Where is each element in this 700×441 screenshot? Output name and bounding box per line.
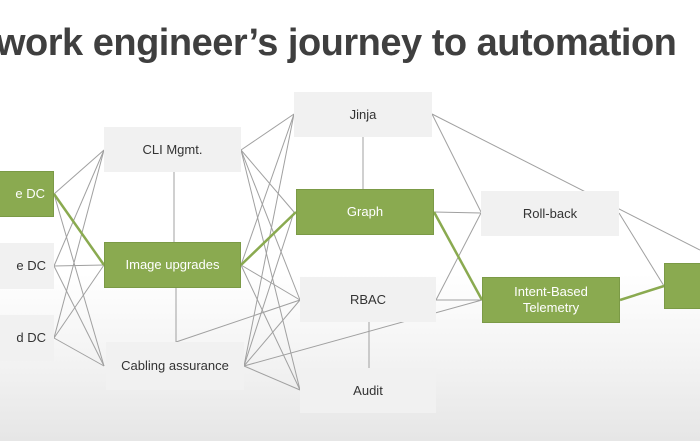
node-dc-1-label: e DC (15, 186, 45, 201)
node-cli-mgmt-label: CLI Mgmt. (142, 141, 203, 157)
node-jinja: Jinja (294, 92, 432, 137)
node-roll-back: Roll-back (481, 191, 619, 236)
node-graph: Graph (296, 189, 434, 235)
node-final-cropped (664, 263, 700, 309)
node-cabling-assurance: Cabling assurance (106, 342, 244, 390)
node-audit-label: Audit (353, 382, 383, 398)
highlighted-path (52, 193, 665, 302)
slide-title: work engineer’s journey to automation (0, 22, 700, 72)
node-dc-2: e DC (0, 243, 54, 289)
node-intent-based-telemetry: Intent-Based Telemetry (482, 277, 620, 323)
node-dc-3: d DC (0, 315, 54, 361)
node-dc-2-label: e DC (16, 258, 46, 273)
node-image-upgrades: Image upgrades (104, 242, 241, 288)
node-intent-based-telemetry-label: Intent-Based Telemetry (514, 284, 588, 315)
node-dc-3-label: d DC (16, 330, 46, 345)
node-graph-label: Graph (346, 204, 384, 219)
node-rbac: RBAC (300, 277, 436, 322)
node-cli-mgmt: CLI Mgmt. (104, 127, 241, 172)
node-jinja-label: Jinja (349, 106, 377, 122)
node-rbac-label: RBAC (349, 291, 387, 307)
node-image-upgrades-label: Image upgrades (125, 257, 220, 272)
node-cabling-assurance-label: Cabling assurance (121, 358, 229, 373)
node-roll-back-label: Roll-back (522, 205, 578, 221)
slide-title-text: work engineer’s journey to automation (0, 22, 677, 64)
node-audit: Audit (300, 368, 436, 413)
node-dc-1: e DC (0, 171, 54, 217)
